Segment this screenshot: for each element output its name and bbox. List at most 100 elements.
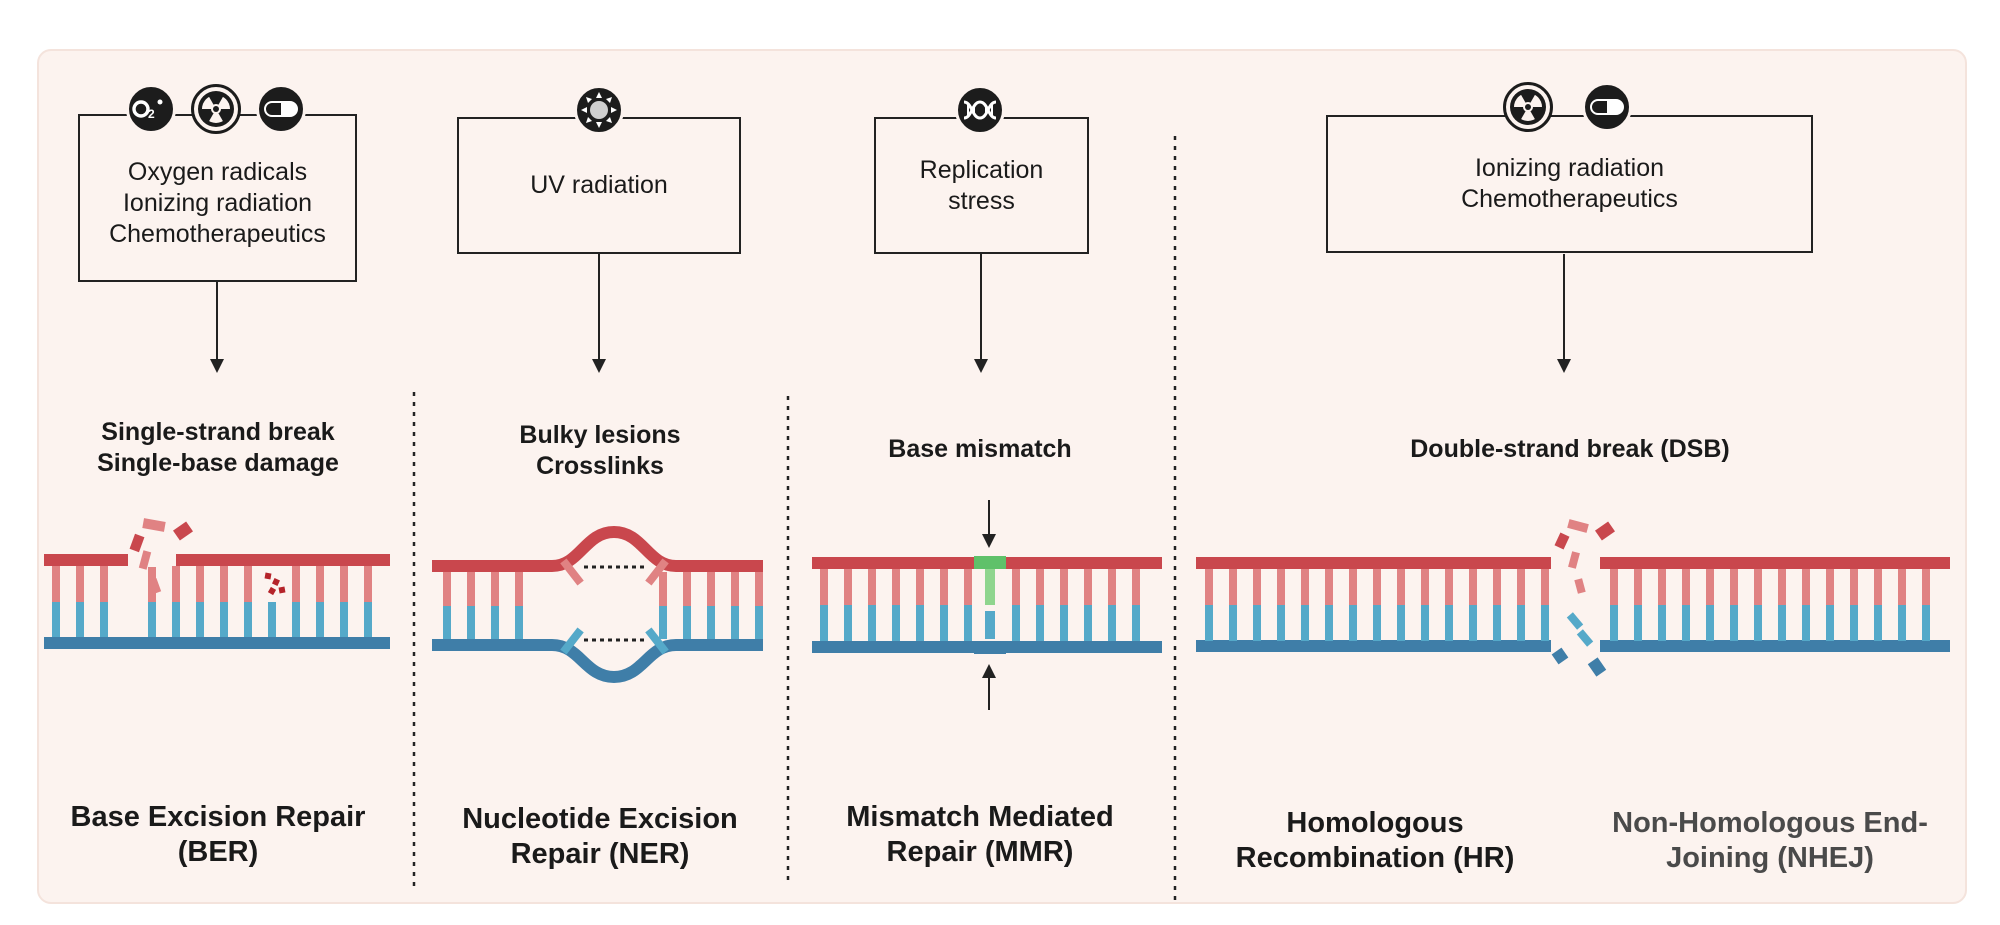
crosslinked-base — [560, 558, 584, 586]
dna-base-top — [1012, 569, 1020, 605]
dna-base-bottom — [844, 605, 852, 641]
dna-base-bottom — [1373, 605, 1381, 641]
dna-base-bottom — [1469, 605, 1477, 641]
source-box-dsb: Ionizing radiation Chemotherapeutics — [1326, 115, 1813, 253]
dna-base-top — [100, 566, 108, 602]
dna-base-bottom — [731, 606, 739, 639]
dna-base-top — [515, 572, 523, 606]
crosslinked-base — [560, 627, 584, 655]
dna-base-top — [1277, 569, 1285, 605]
dsb-fragment — [1551, 647, 1569, 665]
dna-base-top — [1325, 569, 1333, 605]
dna-base-top — [683, 572, 691, 606]
dna-base-top — [1493, 569, 1501, 605]
dna-base-bottom — [196, 602, 204, 637]
dna-base-bottom — [1802, 605, 1810, 641]
dna-strand-bottom — [1196, 640, 1551, 652]
dna-base-bottom — [868, 605, 876, 641]
dna-base-bottom — [443, 606, 451, 639]
dna-base-bottom — [467, 606, 475, 639]
dna-base-top — [1850, 569, 1858, 605]
dna-base-top — [316, 566, 324, 602]
dna-base-top — [196, 566, 204, 602]
dna-base-top — [364, 566, 372, 602]
damaged-base — [278, 586, 286, 594]
oxygen-radical-icon: 2 — [126, 84, 176, 134]
dna-base-top — [244, 566, 252, 602]
broken-fragment — [138, 550, 152, 570]
arrows — [210, 254, 1571, 373]
dna-base-bottom — [1754, 605, 1762, 641]
svg-text:2: 2 — [148, 107, 155, 121]
dna-base-bottom — [820, 605, 828, 641]
damaged-base — [267, 586, 277, 596]
damage-label-ber: Single-strand break Single-base damage — [97, 418, 339, 477]
dna-base-top — [820, 569, 828, 605]
arrow-ber-head — [210, 359, 224, 373]
dna-strand-top — [1196, 557, 1551, 569]
dna-base-top — [1469, 569, 1477, 605]
radiation-icon — [1503, 82, 1553, 132]
dna-base-bottom — [1301, 605, 1309, 641]
dna-base-top — [220, 566, 228, 602]
source-text: Ionizing radiation — [122, 188, 312, 217]
dsb-fragment — [1568, 551, 1580, 569]
dna-base-top — [1634, 569, 1642, 605]
dna-base-bottom — [1012, 605, 1020, 641]
dna-base-top — [340, 566, 348, 602]
dna-base-bottom — [1229, 605, 1237, 641]
dna-base-top — [707, 572, 715, 606]
dna-base-bottom — [1706, 605, 1714, 641]
dna-strand-bottom — [432, 639, 763, 684]
column-dividers — [412, 136, 1177, 900]
damage-label-mmr: Base mismatch — [888, 435, 1072, 463]
dna-base-top — [52, 566, 60, 602]
dna-base-bottom — [1493, 605, 1501, 641]
dna-base-bottom — [1922, 605, 1930, 641]
dna-base-top — [467, 572, 475, 606]
dna-base-bottom — [892, 605, 900, 641]
dna-base-bottom — [220, 602, 228, 637]
dna-base-top — [844, 569, 852, 605]
dna-base-bottom — [1397, 605, 1405, 641]
arrow-ner-head — [592, 359, 606, 373]
mismatch-arrow-head — [982, 534, 996, 548]
dna-base-bottom — [1349, 605, 1357, 641]
dna-base-bottom — [1682, 605, 1690, 641]
source-box-ber: Oxygen radicals Ionizing radiation Chemo… — [78, 114, 357, 282]
dna-base-top — [1778, 569, 1786, 605]
dna-base-bottom — [1421, 605, 1429, 641]
dna-base-bottom — [76, 602, 84, 637]
dna-base-top — [1132, 569, 1140, 605]
dna-base-bottom — [1277, 605, 1285, 641]
dna-base-top — [443, 572, 451, 606]
dna-base-top — [659, 572, 667, 606]
dna-base-top — [1754, 569, 1762, 605]
dna-base-bottom — [244, 602, 252, 637]
dna-base-bottom — [515, 606, 523, 639]
dna-base-bottom — [683, 606, 691, 639]
dna-base-bottom — [1634, 605, 1642, 641]
repair-label-hr: Homologous Recombination (HR) — [1235, 807, 1515, 874]
arrow-dsb-head — [1557, 359, 1571, 373]
dna-base-bottom — [755, 606, 763, 639]
dna-base-top — [1610, 569, 1618, 605]
dna-base-top — [1397, 569, 1405, 605]
dna-base-bottom — [340, 602, 348, 637]
dna-base-top — [491, 572, 499, 606]
source-box-mmr: Replication stress — [874, 117, 1089, 254]
dna-strand-top — [1600, 557, 1950, 569]
dna-base-bottom — [707, 606, 715, 639]
repair-label-mmr: Mismatch Mediated Repair (MMR) — [846, 801, 1114, 868]
dna-base-top — [731, 572, 739, 606]
dna-base-top — [1802, 569, 1810, 605]
dna-base-top — [1874, 569, 1882, 605]
damage-label-dsb: Double-strand break (DSB) — [1410, 435, 1730, 463]
dna-base-bottom — [1205, 605, 1213, 641]
repair-label-ner: Nucleotide Excision Repair (NER) — [462, 803, 738, 870]
dna-base-top — [292, 566, 300, 602]
pill-icon — [1582, 82, 1632, 132]
dna-base-top — [1445, 569, 1453, 605]
dna-base-bottom — [1826, 605, 1834, 641]
